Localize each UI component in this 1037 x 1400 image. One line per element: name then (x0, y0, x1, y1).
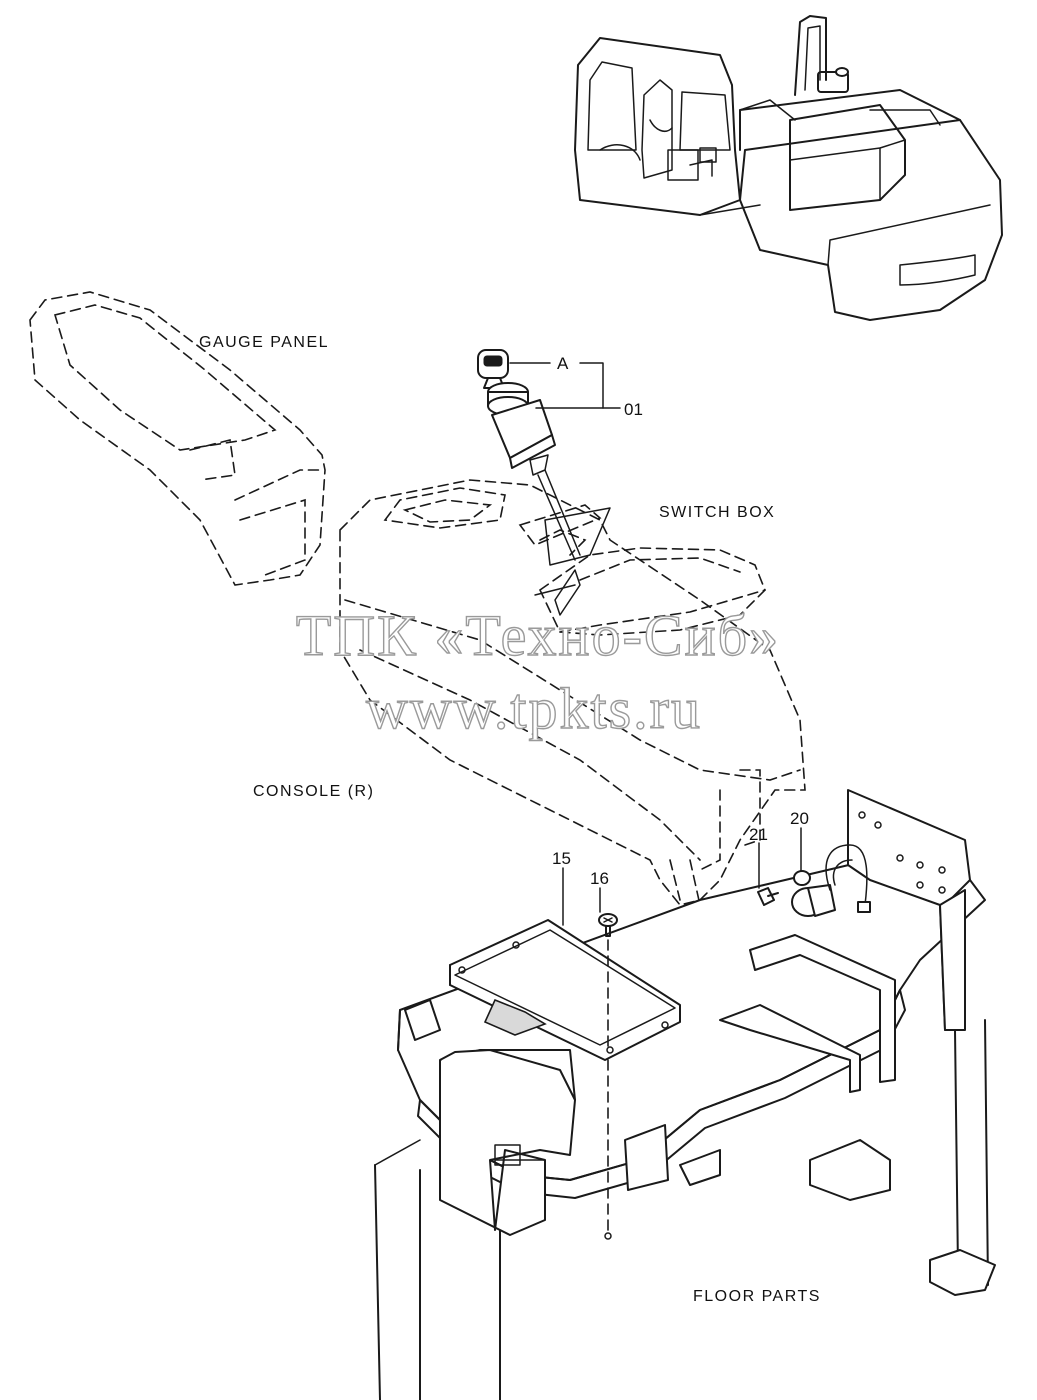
label-gauge-panel: GAUGE PANEL (199, 334, 329, 351)
label-switch-box: SWITCH BOX (659, 504, 775, 521)
label-floor-parts: FLOOR PARTS (693, 1288, 821, 1305)
switch-box-illustration (534, 507, 766, 636)
callout-01: 01 (624, 400, 643, 419)
console-r-illustration (339, 479, 806, 906)
screw-part-21 (757, 887, 779, 906)
excavator-overview-illustration (574, 15, 1003, 321)
label-console-r: CONSOLE (R) (253, 783, 374, 800)
callout-leader-lines (509, 362, 802, 926)
floor-parts-illustration (374, 789, 996, 1400)
watermark-url: www.tpkts.ru (366, 676, 702, 741)
buzzer-part-20 (791, 844, 871, 917)
bolt-part-16 (598, 913, 618, 1240)
callout-16: 16 (590, 869, 609, 888)
callout-21: 21 (749, 825, 768, 844)
watermark-company: ТПК «Техно-Сиб» (296, 603, 780, 668)
callout-15: 15 (552, 849, 571, 868)
gauge-panel-illustration (29, 291, 326, 586)
callout-a: A (557, 354, 569, 373)
key-switch-part-01 (477, 349, 581, 561)
callout-20: 20 (790, 809, 809, 828)
